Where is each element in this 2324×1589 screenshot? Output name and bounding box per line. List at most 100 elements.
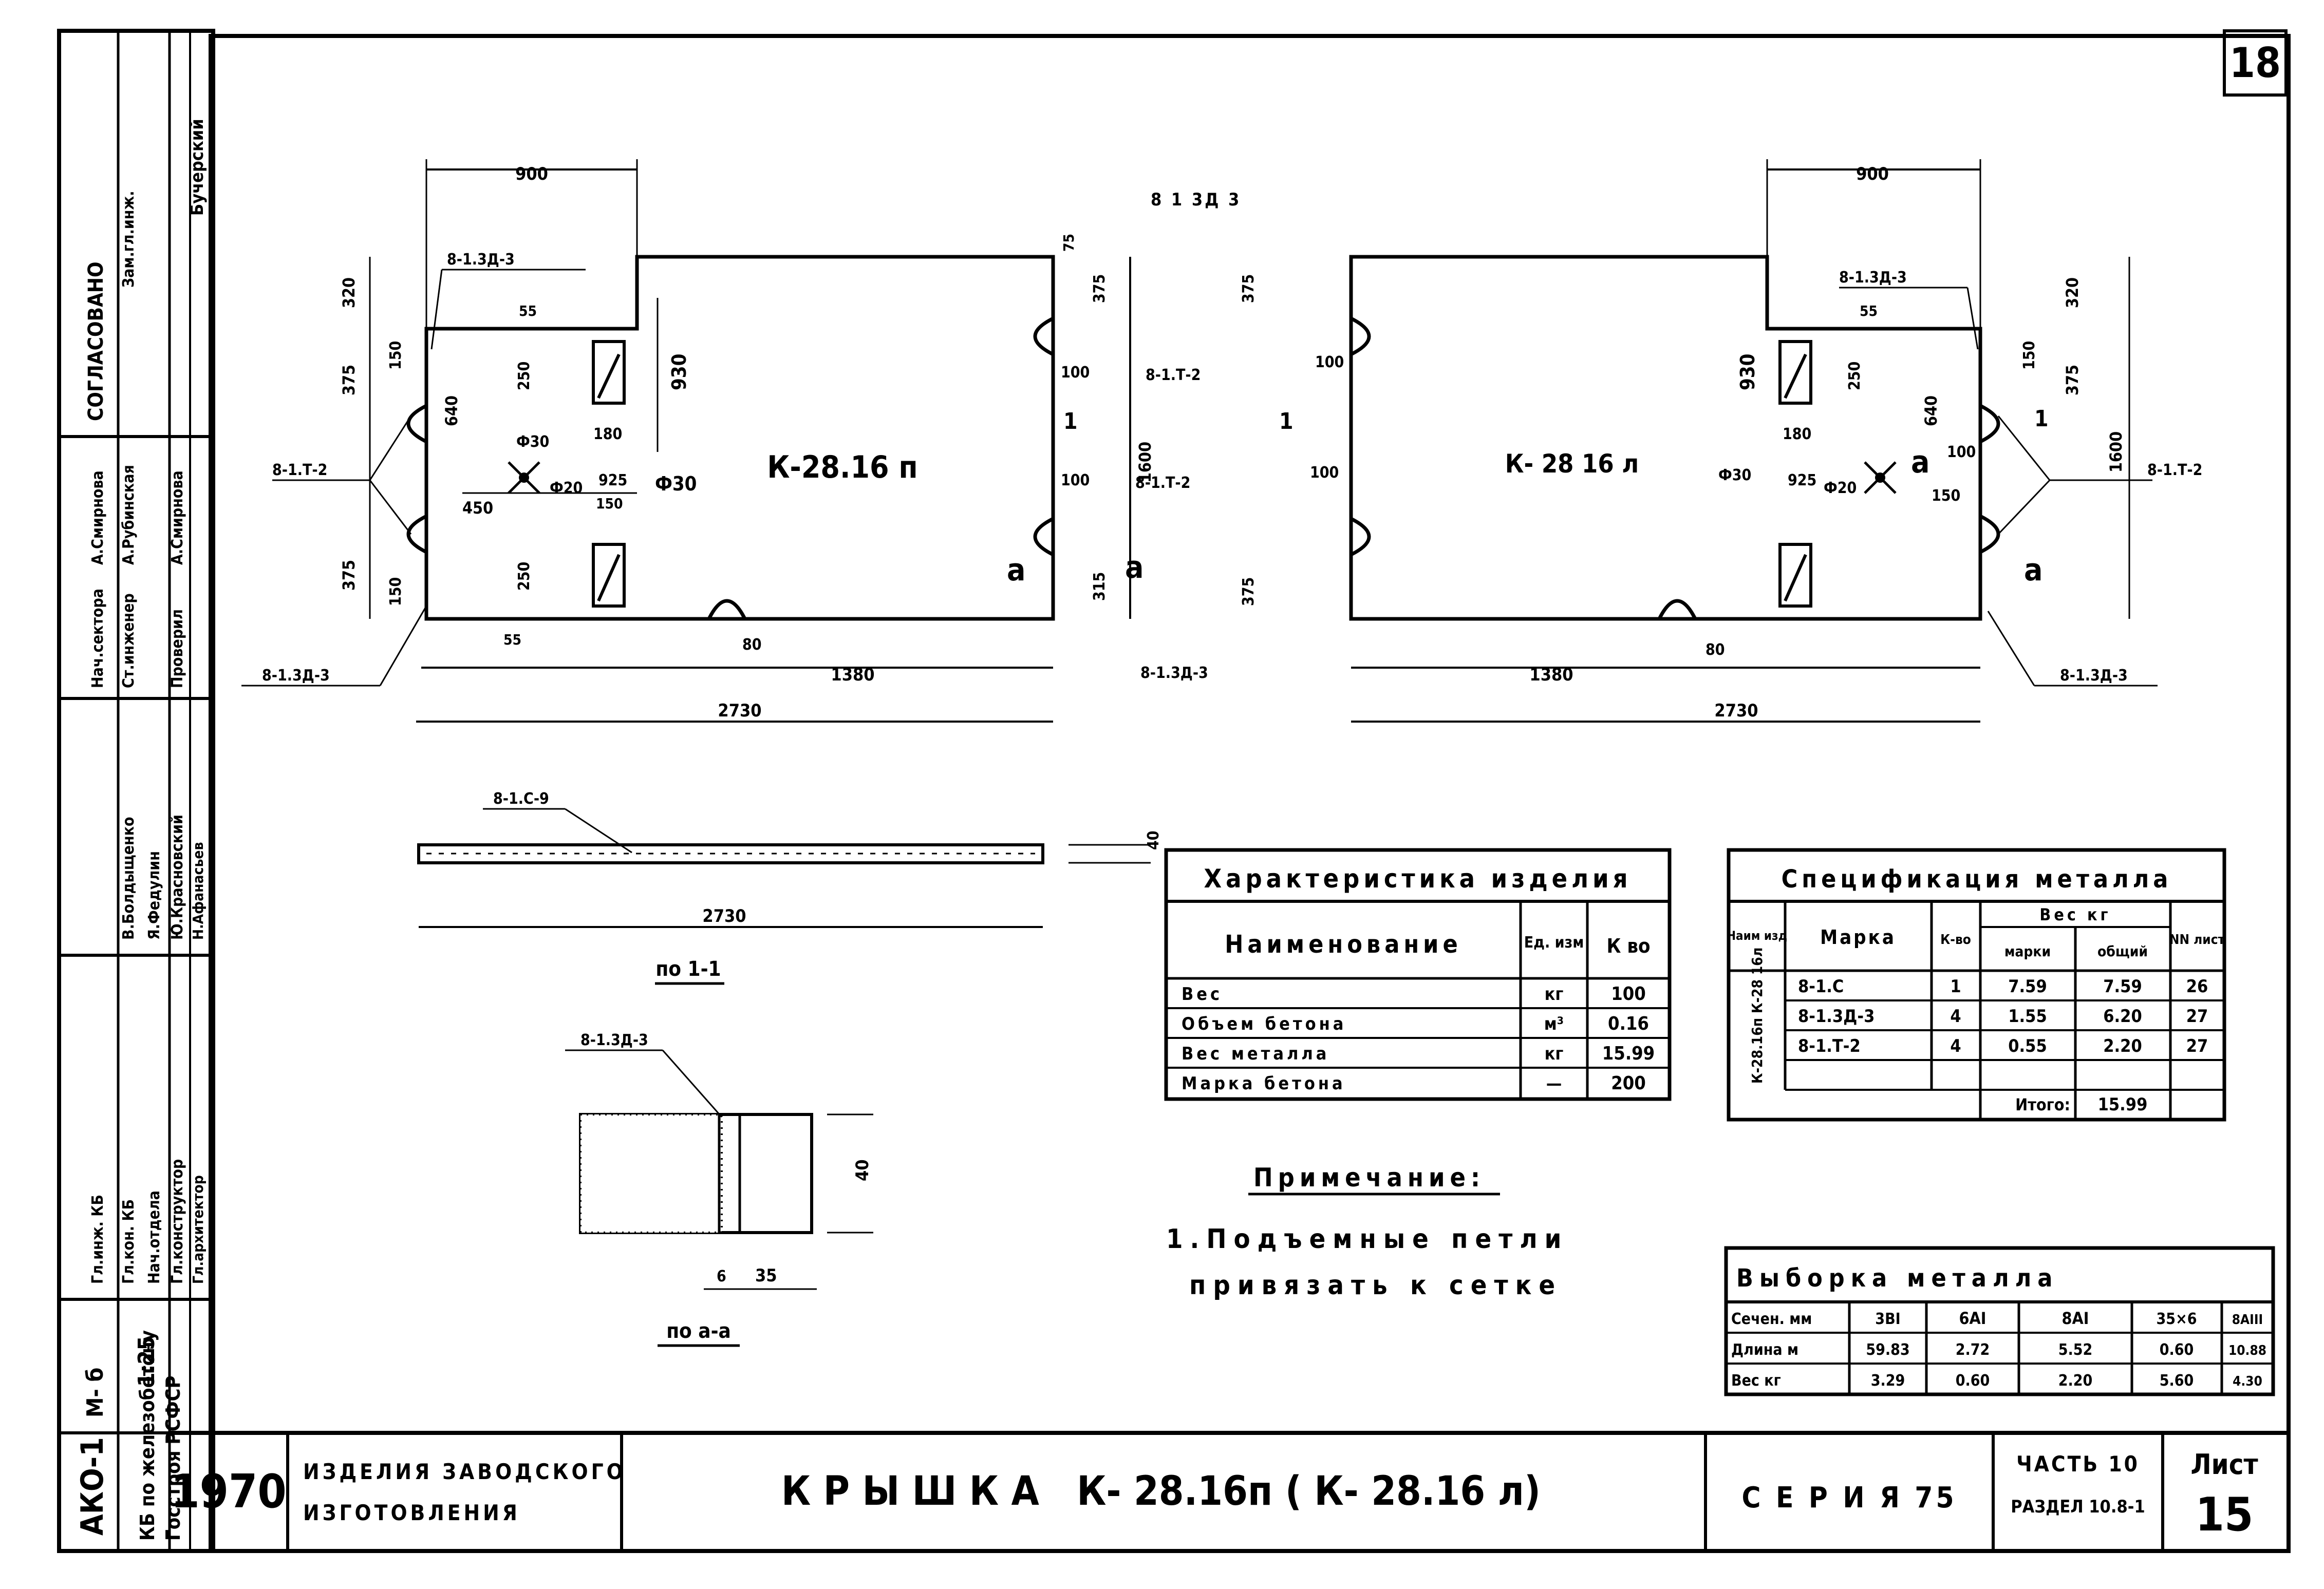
char-r0-c0: Вес [1182, 984, 1223, 1005]
dim-100-d: 100 [1315, 353, 1344, 371]
sel-r2-c5: 4.30 [2233, 1374, 2262, 1389]
dim-55-c: 55 [1860, 302, 1878, 319]
char-h-qty: К во [1607, 935, 1651, 957]
name-0: В.Болдыщенко [120, 817, 138, 940]
name-1: Я.Федулин [145, 851, 163, 940]
plan-left-hand: 900 320 375 150 640 930 250 55 180 925 Ф… [1240, 159, 2202, 723]
dim-75: 75 [1060, 234, 1077, 252]
callout-t2-d: 8-1.Т-2 [2147, 461, 2202, 479]
callout-zd3-b: 8-1.3Д-3 [262, 667, 330, 685]
dim-925: 925 [598, 471, 627, 489]
left-stamp-frame [57, 29, 215, 1553]
sel-r2-c0: Вес кг [1731, 1372, 1781, 1390]
section-1-1: 40 2730 8-1.С-9 по 1-1 [417, 790, 1163, 985]
spec-h-item: Наим изд [1727, 929, 1787, 943]
char-r1-c0: Объем бетона [1182, 1014, 1346, 1034]
dim-315: 315 [1091, 572, 1109, 601]
dim-250-c: 250 [1846, 362, 1864, 390]
org-line1: КБ по железобетону [136, 1330, 159, 1541]
dim-phi30-c: Ф30 [1718, 466, 1751, 484]
spec-total: 15.99 [2098, 1094, 2148, 1115]
dim-320: 320 [339, 277, 359, 308]
spec-r2-mark: 8-1.Т-2 [1798, 1036, 1861, 1056]
char-r0-c1: кг [1545, 984, 1564, 1005]
dim-55-a: 55 [519, 302, 537, 319]
dim-1380: 1380 [831, 665, 874, 685]
char-r3-c0: Марка бетона [1182, 1073, 1346, 1094]
spec-h-weight: Вес кг [2039, 905, 2111, 924]
char-r2-c0: Вес металла [1182, 1044, 1329, 1064]
dim-930: 930 [668, 354, 690, 390]
dim-1600: 1600 [1135, 442, 1155, 483]
album-code: АКО-1 [74, 1437, 110, 1536]
sel-r1-c4: 0.60 [2160, 1341, 2194, 1359]
dim-375-d: 375 [2063, 365, 2082, 395]
scale-value: 1:25 [134, 1336, 160, 1387]
name-2: Ю.Красновский [168, 815, 186, 940]
spec-table: Спецификация металла Наим изд Марка К-во… [1727, 848, 2226, 1122]
spec-r0-sheet: 26 [2186, 976, 2208, 997]
name-7: А.Смирнова [168, 470, 186, 565]
sel-table: Выборка металла Сечен. мм 3ВI 6АI 8АI 35… [1724, 1246, 2275, 1396]
note-title: Примечание: [1253, 1163, 1485, 1193]
sel-r2-c1: 3.29 [1871, 1372, 1905, 1390]
char-h-name: Наименование [1225, 930, 1461, 959]
dim-150-b: 150 [387, 577, 405, 606]
spec-r1-qty: 4 [1950, 1006, 1961, 1027]
spec-r1-w2: 6.20 [2103, 1006, 2142, 1027]
spec-r0-mark: 8-1.С [1798, 976, 1844, 997]
sel-r0-c1: 3ВI [1875, 1310, 1900, 1328]
dim-375-b: 375 [339, 560, 359, 591]
label-a-d: а [1911, 444, 1929, 480]
label-1-a: 1 [1063, 408, 1078, 434]
spec-h-mark: Марка [1820, 926, 1896, 949]
spec-r2-sheet: 27 [2186, 1036, 2208, 1056]
dim-1380-b: 1380 [1529, 665, 1573, 685]
dim-phi20: Ф20 [550, 479, 583, 497]
sel-r2-c3: 2.20 [2058, 1372, 2093, 1390]
section-label: РАЗДЕЛ 10.8-1 [2011, 1497, 2145, 1517]
label-1-c: 1 [2034, 406, 2049, 432]
char-r1-c1: м³ [1544, 1014, 1564, 1034]
sel-r0-c2: 6АI [1959, 1309, 1986, 1328]
spec-r0-w1: 7.59 [2008, 976, 2047, 997]
callout-zd3-c: 8-1.3Д-3 [1140, 664, 1208, 682]
char-title: Характеристика изделия [1204, 864, 1632, 894]
sel-r0-c4: 35×6 [2157, 1310, 2197, 1328]
dim-150-d: 150 [2020, 341, 2038, 370]
dim-150-e: 150 [1932, 487, 1960, 505]
part-label: ЧАСТЬ 10 [2016, 1451, 2140, 1477]
sel-r1-c2: 2.72 [1956, 1341, 1990, 1359]
sel-r1-c5: 10.88 [2228, 1343, 2266, 1358]
dim-375-f: 375 [1240, 577, 1258, 606]
spec-r1-sheet: 27 [2186, 1006, 2208, 1027]
spec-r0-w2: 7.59 [2103, 976, 2142, 997]
spec-h-qty: К-во [1940, 932, 1971, 948]
note-block: Примечание: 1.Подъемные петли привязать … [1166, 1163, 1561, 1301]
label-a-c: а [2024, 552, 2042, 588]
callout-zd3-a: 8-1.3Д-3 [447, 251, 515, 269]
secaa-title: по а-а [666, 1319, 731, 1343]
name-3: Н.Афанасьев [190, 842, 207, 940]
label-a-b: а [1125, 550, 1144, 585]
dim-80: 80 [742, 636, 762, 654]
spec-r2-w1: 0.55 [2008, 1036, 2047, 1056]
dim-phi30-a: Ф30 [516, 433, 549, 451]
deputy-label: Зам.гл.инж. [120, 191, 138, 288]
sec11-callout: 8-1.С-9 [493, 790, 549, 808]
spec-r0-qty: 1 [1950, 976, 1961, 997]
spec-h-w1: марки [2004, 943, 2051, 960]
dim-100-c: 100 [1947, 443, 1976, 461]
spec-h-w2: общий [2097, 943, 2148, 960]
scale-label: М- б [82, 1368, 108, 1417]
dim-375-c: 375 [1091, 274, 1109, 303]
dim-320-b: 320 [2063, 277, 2082, 308]
dim-250-a: 250 [515, 362, 533, 390]
spec-r2-qty: 4 [1950, 1036, 1961, 1056]
dim-930-b: 930 [1736, 354, 1759, 390]
dim-phi30-b: Ф30 [655, 472, 697, 495]
org-line2: Госстроя РСФСР [162, 1375, 184, 1541]
secaa-dim-40: 40 [852, 1159, 873, 1181]
plan-right-hand: 900 320 375 375 150 150 640 930 250 250 … [241, 159, 1239, 723]
char-r1-c2: 0.16 [1608, 1013, 1649, 1034]
